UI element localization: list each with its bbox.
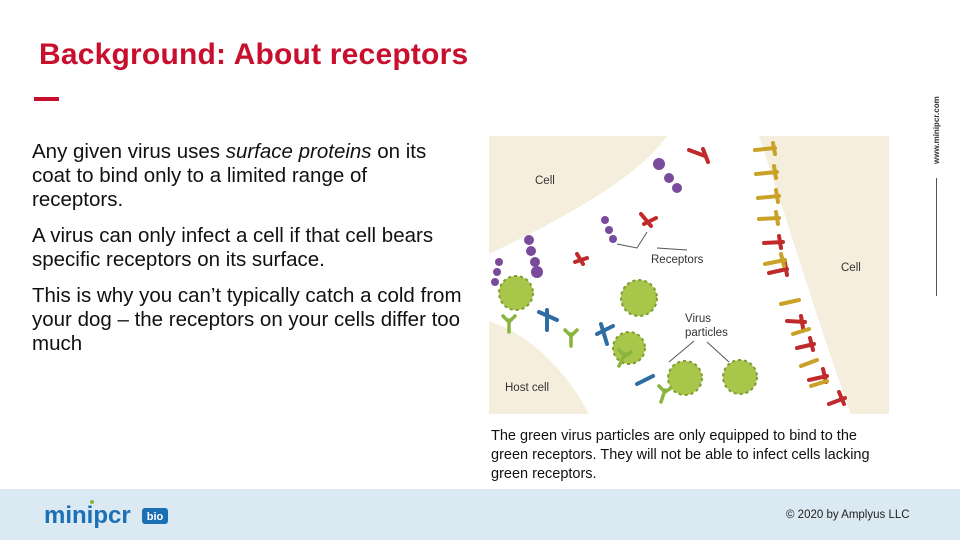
label-cell-left: Cell	[535, 175, 555, 187]
page-title: Background: About receptors	[39, 38, 469, 71]
side-divider	[936, 178, 937, 296]
green-receptor-group	[501, 314, 673, 404]
virus-particle	[722, 359, 758, 395]
cell-left-shape	[489, 136, 667, 254]
logo-badge-text: bio	[147, 511, 164, 523]
paragraph-1-start: Any given virus uses	[32, 140, 226, 163]
blue-receptor-group	[537, 308, 655, 386]
paragraph-1-end: on its coat to bind only to a limited ra…	[32, 140, 427, 211]
virus-particle	[667, 360, 703, 396]
logo-wordmark: minipcr	[44, 502, 131, 529]
side-brand-logo: www.minipcr.com	[924, 96, 946, 166]
logo-dot-icon	[90, 500, 94, 504]
cell-right-shape	[759, 136, 889, 414]
virus-particle	[620, 279, 658, 317]
label-particles: particles	[685, 327, 728, 339]
surface-proteins-emphasis: surface proteins	[225, 140, 372, 163]
purple-receptor-group	[491, 158, 682, 286]
receptor-diagram-svg: Cell Receptors Cell Virus particles Host…	[489, 136, 889, 414]
label-cell-right: Cell	[841, 262, 861, 274]
title-underline	[34, 97, 59, 101]
figure-caption: The green virus particles are only equip…	[491, 428, 870, 482]
virus-particle	[612, 331, 646, 365]
minipcr-logo: minipcr bio	[44, 498, 184, 530]
paragraph-surface-proteins: Any given virus uses surface proteins on…	[32, 140, 462, 212]
gold-receptor-group	[753, 141, 829, 388]
body-text: Any given virus uses surface proteins on…	[32, 140, 462, 368]
host-cell-shape	[489, 321, 589, 414]
label-virus: Virus	[685, 313, 711, 325]
label-host-cell: Host cell	[505, 382, 549, 394]
virus-particle	[498, 275, 534, 311]
logo-badge	[142, 508, 168, 524]
copyright-text: © 2020 by Amplyus LLC	[786, 509, 910, 521]
side-brand-text: www.minipcr.com	[932, 96, 941, 165]
paragraph-infection: A virus can only infect a cell if that c…	[32, 224, 434, 271]
paragraph-dog-cold: This is why you can’t typically catch a …	[32, 284, 462, 355]
label-receptors: Receptors	[651, 254, 704, 266]
receptor-diagram: Cell Receptors Cell Virus particles Host…	[489, 136, 889, 414]
label-pointer-lines	[616, 231, 730, 363]
virus-particle-group	[498, 275, 758, 396]
